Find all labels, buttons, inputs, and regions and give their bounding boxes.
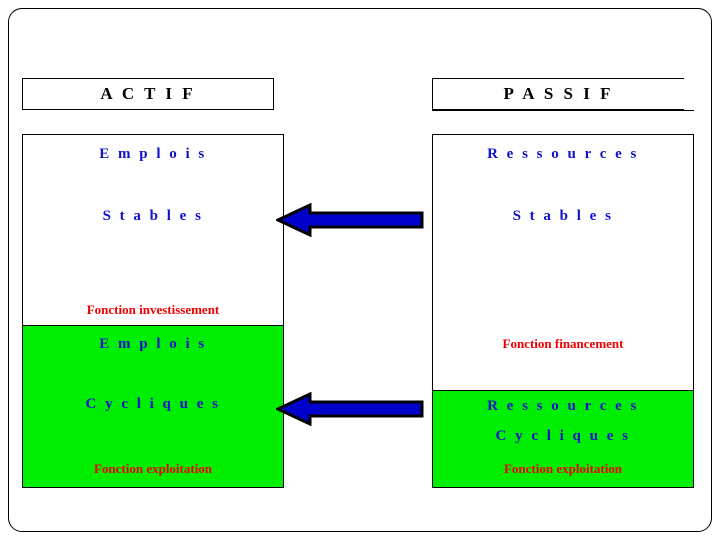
actif-cyclic-line1: E m p l o i s xyxy=(99,336,207,352)
passif-header-box: P A S S I F xyxy=(432,78,684,110)
passif-stable-function: Fonction financement xyxy=(502,336,624,351)
passif-cyclic-function: Fonction exploitation xyxy=(503,461,623,476)
actif-header-label: A C T I F xyxy=(100,84,196,103)
arrow-cyclic-resources-to-employments xyxy=(276,392,424,426)
passif-cyclic-green-area xyxy=(432,390,694,488)
passif-header-label: P A S S I F xyxy=(503,84,614,103)
actif-cyclic-function: Fonction exploitation xyxy=(93,461,213,476)
actif-header-box: A C T I F xyxy=(22,78,274,110)
actif-stable-line2: S t a b l e s xyxy=(102,208,204,224)
arrow-stable-resources-to-employments xyxy=(276,203,424,237)
passif-stable-line2: S t a b l e s xyxy=(512,208,614,224)
passif-header-underline xyxy=(432,110,694,111)
passif-stable-line1: R e s s o u r c e s xyxy=(487,146,639,162)
actif-cyclic-green-area xyxy=(22,325,284,488)
passif-cyclic-line2: C y c l i q u e s xyxy=(495,428,631,444)
passif-cyclic-line1: R e s s o u r c e s xyxy=(487,398,639,414)
arrow-stable-icon xyxy=(276,203,424,237)
arrow-cyclic-icon xyxy=(276,392,424,426)
actif-stable-line1: E m p l o i s xyxy=(99,146,207,162)
actif-stable-function: Fonction investissement xyxy=(86,302,220,317)
actif-cyclic-line2: C y c l i q u e s xyxy=(85,396,221,412)
